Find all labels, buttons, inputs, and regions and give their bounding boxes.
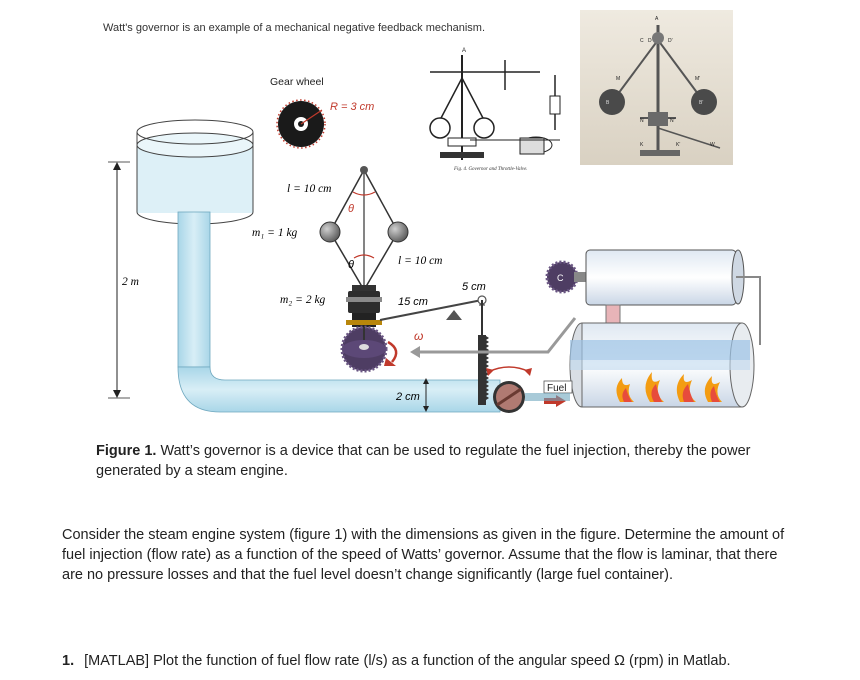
- fuel-tank: [136, 119, 254, 225]
- photo-letter: C: [640, 38, 644, 44]
- fuel-pipe: [177, 211, 501, 413]
- steam-engine: C: [545, 249, 761, 408]
- photo-letter: A: [655, 16, 659, 22]
- valve-motion-arrow: [487, 366, 531, 373]
- problem-paragraph: Consider the steam engine system (figure…: [62, 527, 785, 583]
- pipe-height-label: 2 cm: [395, 391, 420, 403]
- tank-height-dimension: [108, 161, 130, 399]
- arm-length-side: l = 10 cm: [398, 255, 443, 267]
- cylinder-letter: C: [557, 273, 564, 283]
- engraving-caption: Fig. 4. Governor and Throttle-Valve.: [453, 167, 528, 172]
- omega-label: ω: [414, 329, 423, 343]
- question-1: 1. [MATLAB] Plot the function of fuel flo…: [62, 651, 822, 671]
- photo-letter: K': [676, 142, 680, 148]
- photo-letter: D': [668, 38, 673, 44]
- tank-height-label: 2 m: [122, 276, 139, 288]
- photo-letter: W: [710, 142, 715, 148]
- figure-caption-text: Watt’s governor is a device that can be …: [96, 443, 751, 479]
- rotation-arrow-icon: [387, 340, 398, 363]
- lever-short-label: 15 cm: [398, 296, 428, 308]
- rack-icon: [478, 335, 489, 405]
- figure-caption-label: Figure 1.: [96, 443, 157, 459]
- mass1-label: m₁ = 1 kg: [252, 227, 298, 239]
- mass2-label: m₂ = 2 kg: [280, 294, 326, 306]
- photo-letter: B': [699, 100, 703, 106]
- fuel-label: Fuel: [547, 383, 566, 394]
- question-text: [MATLAB] Plot the function of fuel flow …: [84, 653, 731, 669]
- governor-engraving: A Fig. 4. Governor and Throttle-Valve.: [429, 48, 561, 172]
- governor-photo: A C D D' M M' B B' N N' K K' W: [580, 10, 733, 165]
- photo-letter: N': [670, 118, 675, 124]
- photo-letter: M': [695, 76, 700, 82]
- governor-mechanism: [319, 166, 409, 327]
- photo-letter: K: [640, 142, 644, 148]
- svg-text:A: A: [462, 48, 466, 54]
- angle-top: θ: [348, 203, 354, 215]
- question-number: 1.: [62, 653, 75, 669]
- intro-text: Watt's governor is an example of a mecha…: [103, 22, 485, 34]
- gear-wheel-icon: [276, 99, 326, 149]
- flame-icon: [616, 372, 722, 402]
- governor-diagram: 2 m Gear wheel R = 3 cm l = 10 cm θ m₁ =…: [108, 10, 761, 413]
- angle-bottom: θ: [348, 259, 354, 271]
- figure-caption: Figure 1. Watt’s governor is a device th…: [96, 441, 786, 481]
- photo-letter: N: [640, 118, 644, 124]
- lever-pivot-label: 5 cm: [462, 281, 486, 293]
- gear-wheel-label: Gear wheel: [270, 76, 324, 88]
- valve-icon: [493, 381, 525, 413]
- photo-letter: M: [616, 76, 620, 82]
- photo-letter: B: [606, 100, 610, 106]
- gear-radius-label: R = 3 cm: [330, 101, 374, 113]
- driving-gear-icon: [340, 325, 388, 373]
- photo-letter: D: [648, 38, 652, 44]
- arm-length-top: l = 10 cm: [287, 183, 332, 195]
